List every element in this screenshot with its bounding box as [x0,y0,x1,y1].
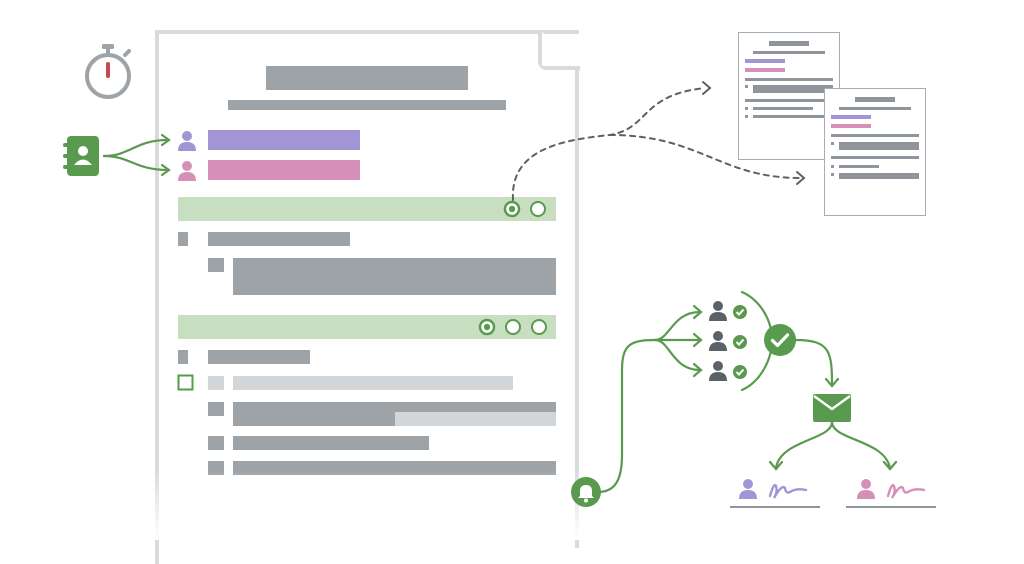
approval-flow [596,290,898,494]
recipient-field-purple[interactable] [208,130,360,150]
recipient-pink-icon [178,161,196,181]
field-bar [233,376,513,390]
radio-group-2[interactable] [478,318,550,336]
recipient-purple-icon [178,131,196,151]
signer-pink [857,479,926,499]
signer-purple [739,479,808,499]
radio-group-1[interactable] [503,200,549,218]
contact-book-icon [63,136,99,176]
field-label [178,350,188,364]
field-bullet [208,436,224,450]
field-bullet [208,376,224,390]
envelope-icon [813,394,851,422]
signature-icon [768,483,808,499]
approver-3 [709,361,747,381]
field-label-bar [208,232,350,246]
workflow-connectors [102,81,898,494]
field-label [178,232,188,246]
checkbox[interactable] [177,374,195,392]
approver-1 [709,301,747,321]
section-header-1 [178,197,556,221]
field-label-bar [208,350,310,364]
text-block [395,412,556,426]
document-copy-2 [824,88,926,216]
radio-option [530,201,546,217]
contacts-arrows [102,133,171,177]
document-title-bar [266,66,468,90]
copy-arrowheads [702,81,806,185]
signature-icon [886,483,926,499]
signature-line-2 [846,506,936,508]
copy-arrows [511,87,801,201]
field-bullet [208,258,224,272]
signature-line-1 [730,506,820,508]
field-bar [233,436,429,450]
approver-2 [709,331,747,351]
document-subtitle-bar [228,100,506,110]
bell-icon[interactable] [570,476,602,508]
check-circle-icon [764,324,796,356]
recipient-field-pink[interactable] [208,160,360,180]
field-bullet [208,402,224,416]
text-block [233,412,395,426]
stopwatch-icon [85,44,131,99]
document-copy-1 [738,32,840,160]
text-block [233,258,556,295]
text-block [233,402,556,412]
document-corner-fold [538,30,581,73]
